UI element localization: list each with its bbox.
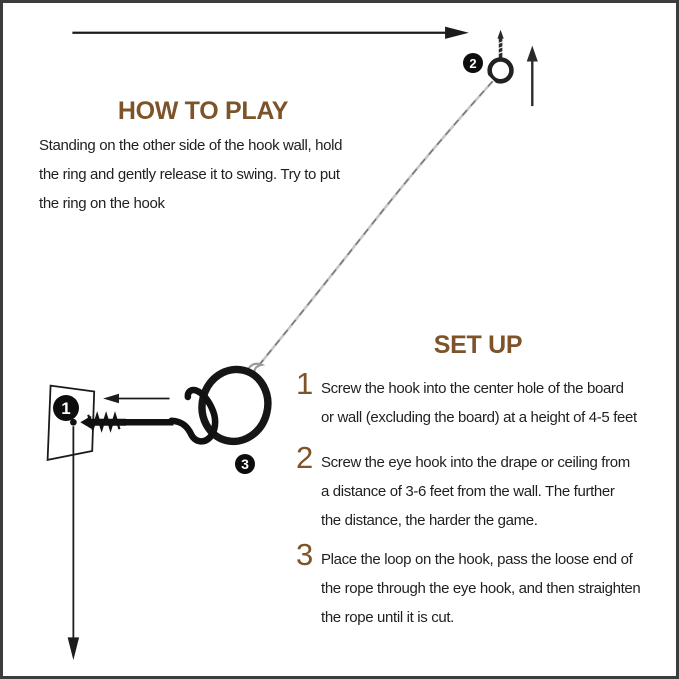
step-line: the distance, the harder the game. — [321, 512, 538, 529]
step-line: the rope until it is cut. — [321, 609, 454, 626]
cup-hook-icon — [80, 386, 219, 445]
step-line: Screw the hook into the center hole of t… — [321, 380, 624, 397]
how-to-play-title: HOW TO PLAY — [117, 97, 289, 125]
step-line: a distance of 3-6 feet from the wall. Th… — [321, 483, 615, 500]
label-board-hook-badge: 1 — [53, 395, 79, 421]
arrow-right-icon — [72, 26, 469, 39]
setup-step-1: 1 Screw the hook into the center hole of… — [296, 368, 637, 432]
arrow-left-icon — [103, 393, 170, 404]
how-to-play-line: Standing on the other side of the hook w… — [39, 137, 343, 154]
step-number: 3 — [296, 537, 314, 572]
label-ring-badge: 3 — [235, 454, 255, 474]
step-line: the rope through the eye hook, and then … — [321, 580, 641, 597]
screw-threads — [87, 411, 121, 433]
how-to-play-text: Standing on the other side of the hook w… — [39, 131, 342, 218]
label-eye-hook-badge: 2 — [463, 53, 483, 73]
center-hole-dot — [70, 418, 77, 426]
step-number: 2 — [296, 440, 314, 475]
setup-step-3: 3 Place the loop on the hook, pass the l… — [296, 539, 641, 632]
label-board-hook-number: 1 — [61, 398, 71, 418]
step-line: or wall (excluding the board) at a heigh… — [321, 409, 637, 426]
rope-knot — [245, 362, 266, 375]
setup-step-2: 2 Screw the eye hook into the drape or c… — [296, 442, 630, 535]
label-ring-number: 3 — [241, 456, 249, 472]
how-to-play-line: the ring and gently release it to swing.… — [39, 166, 340, 183]
eye-hook-icon — [485, 29, 514, 86]
step-line: Screw the eye hook into the drape or cei… — [321, 454, 630, 471]
how-to-play-line: the ring on the hook — [39, 195, 165, 212]
arrow-down-icon — [67, 426, 80, 661]
step-number: 1 — [296, 366, 314, 401]
set-up-title: SET UP — [433, 331, 523, 359]
label-eye-hook-number: 2 — [469, 55, 477, 71]
rope-line — [256, 80, 494, 368]
ring-icon — [198, 365, 272, 446]
arrow-up-icon — [526, 45, 538, 107]
step-line: Place the loop on the hook, pass the loo… — [321, 551, 633, 568]
